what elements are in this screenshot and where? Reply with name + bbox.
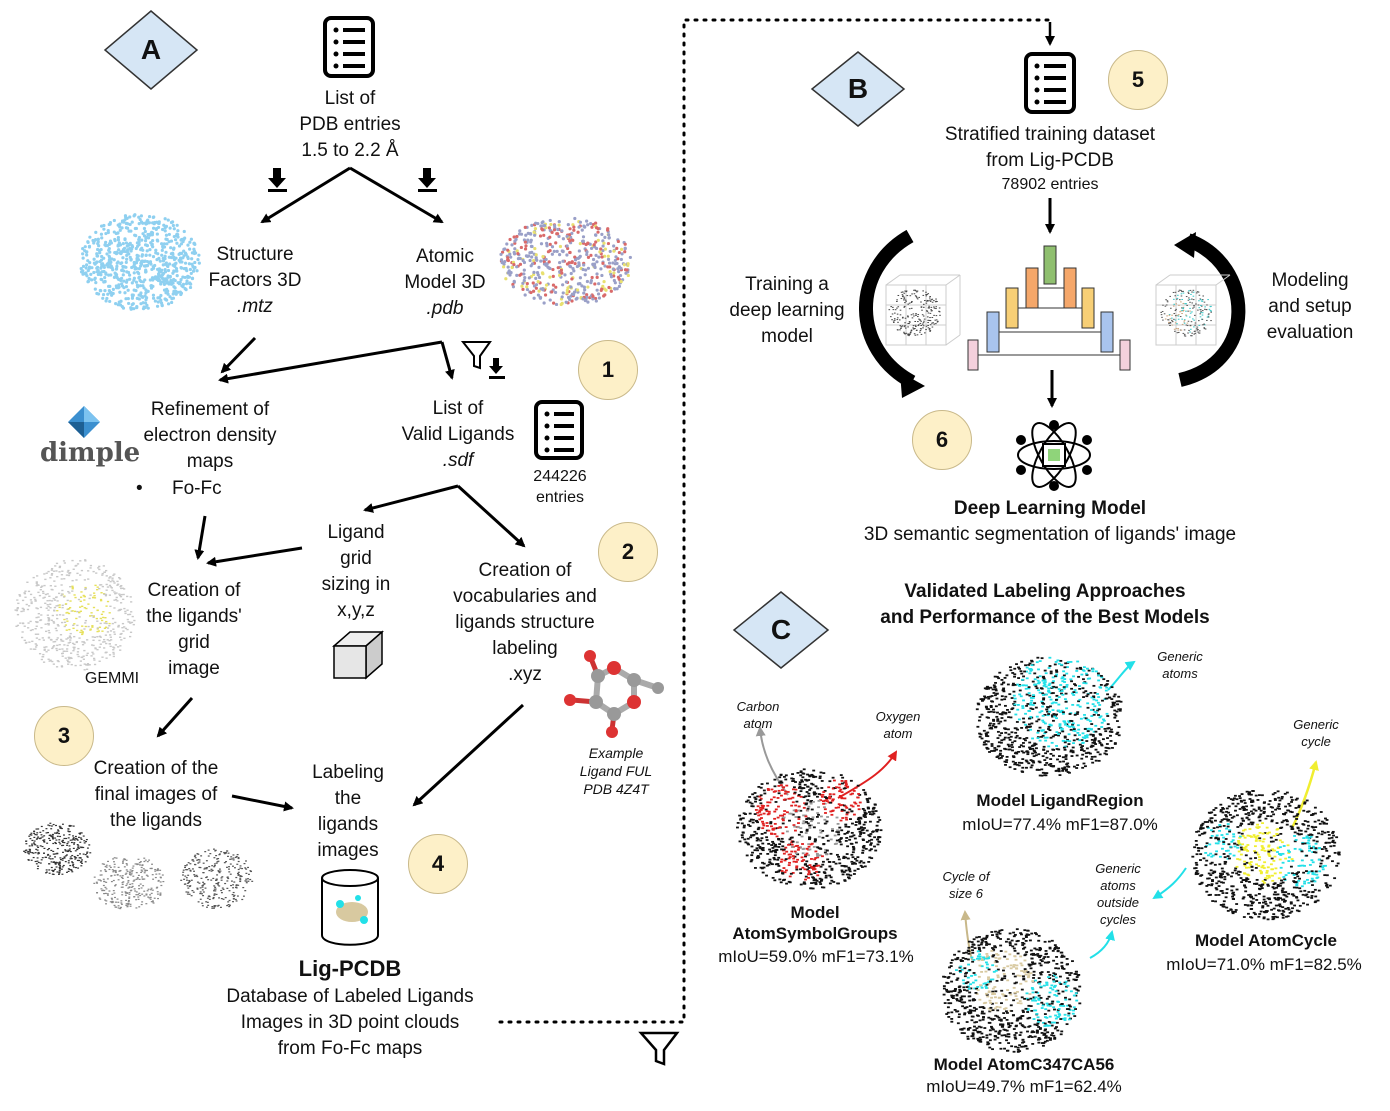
database-icon xyxy=(321,869,379,946)
panel-a-label: A xyxy=(140,34,162,65)
refinement-bullet-dot: • xyxy=(136,478,143,499)
dimple-logo-icon xyxy=(68,406,100,438)
step-1-badge: 1 xyxy=(578,340,638,400)
example-ligand-caption: Example Ligand FUL PDB 4Z4T xyxy=(579,745,653,797)
ann-oxygen-atom: Oxygen atom xyxy=(875,709,921,741)
model-atomc347ca56-metrics: mIoU=49.7% mF1=62.4% xyxy=(926,1077,1122,1096)
atomic-model-line1: Atomic xyxy=(415,246,475,267)
ann-carbon-atom: Carbon atom xyxy=(736,699,780,731)
model-ligandregion-metrics: mIoU=77.4% mF1=87.0% xyxy=(962,815,1158,834)
final-image-1 xyxy=(23,822,92,876)
refinement-text: Refinement of electron density maps xyxy=(143,399,277,472)
lig-pcdb-title: Lig-PCDB xyxy=(298,956,402,981)
ai-chip-icon xyxy=(1016,420,1092,491)
valid-ligands-count: 244226 entries xyxy=(533,468,587,506)
valid-ligands-text: List of Valid Ligands xyxy=(401,398,515,445)
step-4-badge: 4 xyxy=(408,834,468,894)
final-image-3 xyxy=(180,848,254,909)
document-icon-training xyxy=(1024,52,1076,114)
training-cycle-arc xyxy=(859,229,916,389)
step-2-badge: 2 xyxy=(598,522,658,582)
grid-image-text: Creation of the ligands' grid image xyxy=(146,580,242,679)
document-icon-ligands xyxy=(534,400,584,460)
structure-factors-ext: .mtz xyxy=(237,296,273,317)
vocabularies-ext: .xyz xyxy=(508,664,542,685)
arrows-panel-b xyxy=(1045,198,1057,408)
document-icon-top xyxy=(323,16,375,78)
cube-icon xyxy=(332,630,384,680)
modeling-text: Modeling and setup evaluation xyxy=(1266,270,1354,343)
arrows-panel-a xyxy=(156,166,526,812)
model-atomsymbolgroups-metrics: mIoU=59.0% mF1=73.1% xyxy=(718,947,914,966)
output-voxel-grid xyxy=(1155,274,1231,346)
atomcycle-cloud xyxy=(1191,790,1341,921)
panel-b-diamond xyxy=(810,51,906,127)
example-ligand-molecule xyxy=(564,650,664,738)
refinement-bullet: Fo-Fc xyxy=(172,478,222,499)
download-icons xyxy=(268,168,505,379)
model-atomc347ca56-name: Model AtomC347CA56 xyxy=(933,1055,1115,1074)
atomic-model-ext: .pdb xyxy=(426,298,464,319)
model-atomsymbolgroups-name: Model AtomSymbolGroups xyxy=(732,903,898,943)
dl-model-desc: 3D semantic segmentation of ligands' ima… xyxy=(863,524,1237,545)
gemmi-label: GEMMI xyxy=(84,670,140,687)
labeling-text: Labeling the ligands images xyxy=(312,762,384,861)
dotted-connector xyxy=(498,18,1052,1024)
step-3-badge: 3 xyxy=(34,706,94,766)
step-5-badge: 5 xyxy=(1108,50,1168,110)
stratified-count: 78902 entries xyxy=(1001,176,1099,193)
input-voxel-grid xyxy=(885,274,961,346)
validated-title: Validated Labeling Approaches and Perfor… xyxy=(880,581,1210,628)
stratified-dataset-text: Stratified training dataset from Lig-PCD… xyxy=(944,124,1156,171)
filter-icon xyxy=(460,341,492,370)
model-atomcycle-name: Model AtomCycle xyxy=(1194,931,1337,950)
lig-pcdb-desc: Database of Labeled Ligands Images in 3D… xyxy=(226,986,474,1059)
ann-generic-cycle: Generic cycle xyxy=(1293,717,1339,749)
valid-ligands-ext: .sdf xyxy=(442,450,474,471)
ann-cycle-size-6: Cycle of size 6 xyxy=(942,869,990,901)
panel-a-diamond xyxy=(103,10,199,90)
model-ligandregion-name: Model LigandRegion xyxy=(976,791,1144,810)
grid-image-cloud xyxy=(14,559,136,671)
atomic-model-cloud xyxy=(499,216,632,307)
structure-factors-cloud xyxy=(79,213,201,311)
atomsymbolgroups-cloud xyxy=(736,768,883,890)
vocabularies-text: Creation of vocabularies and ligands str… xyxy=(453,560,597,659)
step-6-badge: 6 xyxy=(912,410,972,470)
panel-c-diamond xyxy=(732,591,830,669)
input-point-cloud xyxy=(888,289,941,337)
grid-sizing-text: Ligand grid sizing in x,y,z xyxy=(321,522,391,621)
ligandregion-cloud xyxy=(975,656,1123,777)
dl-model-title: Deep Learning Model xyxy=(953,498,1147,519)
training-text: Training a deep learning model xyxy=(729,274,845,347)
structure-factors-line2: Factors 3D xyxy=(208,270,302,291)
structure-factors-line1: Structure xyxy=(216,244,294,265)
ann-generic-atoms-outside: Generic atoms outside cycles xyxy=(1095,861,1141,927)
output-point-cloud xyxy=(1160,289,1212,337)
final-image-2 xyxy=(93,857,165,910)
filter-icon-bottom xyxy=(638,1031,680,1066)
ann-generic-atoms: Generic atoms xyxy=(1157,649,1203,681)
atomic-model-line2: Model 3D xyxy=(404,272,486,293)
point-clouds xyxy=(14,213,1341,1053)
panel-b-label: B xyxy=(847,73,869,104)
panel-c-label: C xyxy=(770,614,792,645)
final-images-text: Creation of the final images of the liga… xyxy=(93,758,219,831)
unet-diagram xyxy=(967,245,1131,371)
evaluation-cycle-arc xyxy=(1178,233,1246,387)
dimple-logo-text: dimple xyxy=(40,438,141,468)
pdb-list-text: List of PDB entries 1.5 to 2.2 Å xyxy=(299,88,401,161)
model-atomcycle-metrics: mIoU=71.0% mF1=82.5% xyxy=(1166,955,1362,974)
atomc347ca56-cloud xyxy=(942,928,1082,1053)
